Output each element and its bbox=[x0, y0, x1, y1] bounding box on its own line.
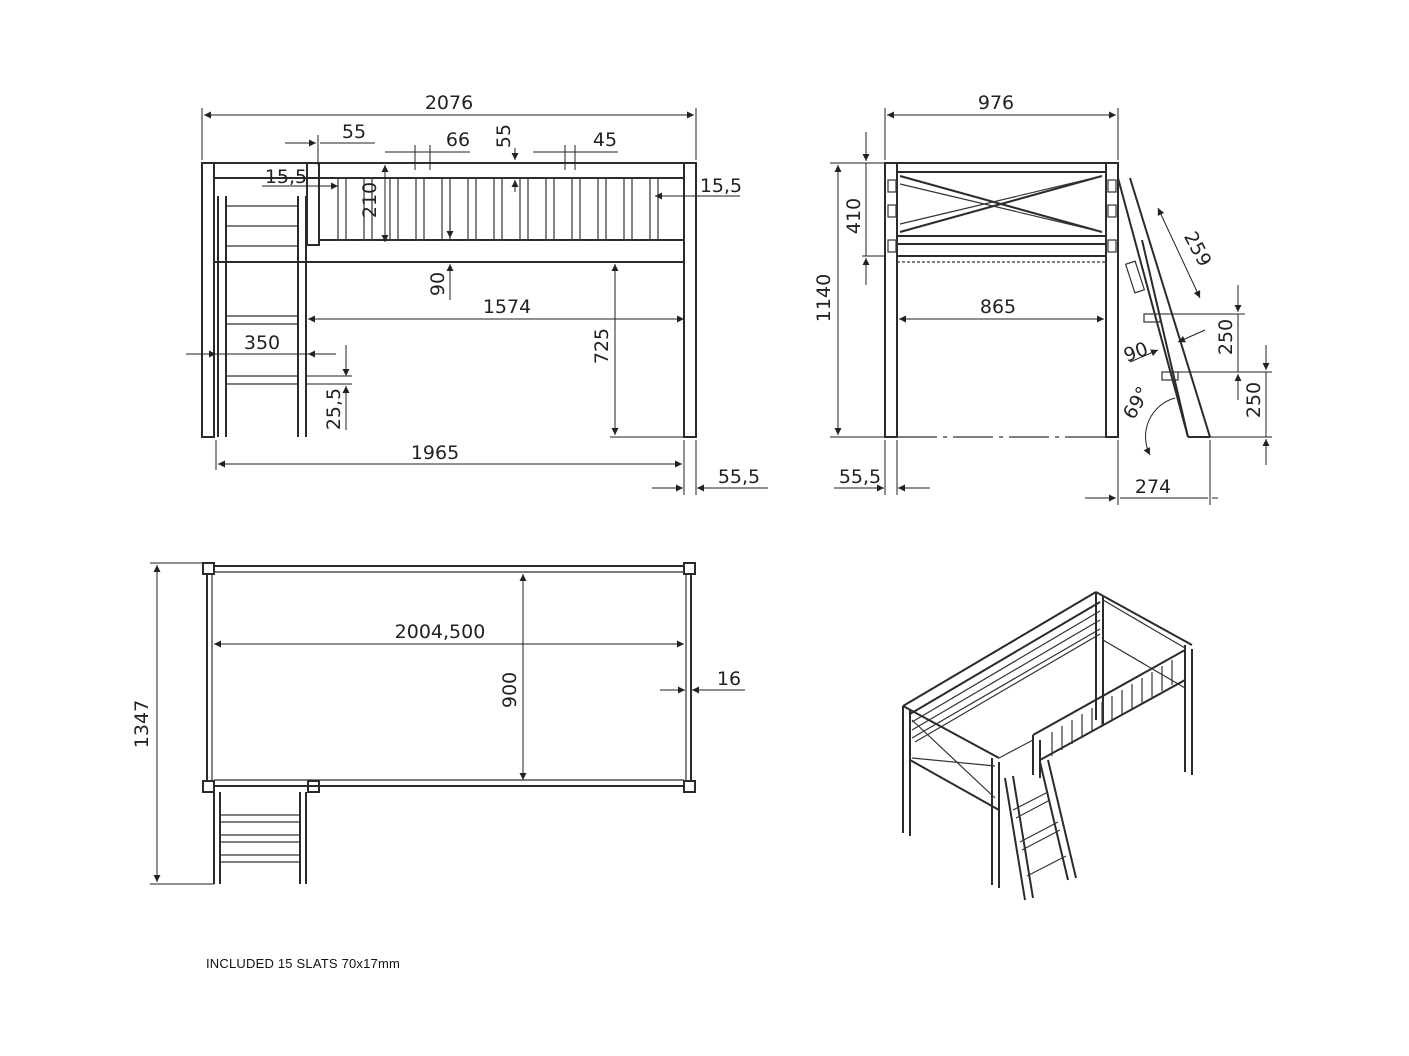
dim-ladder-angle: 69° bbox=[1119, 383, 1155, 423]
dim-overall-length: 2076 bbox=[425, 92, 473, 114]
dim-post-gap: 55 bbox=[342, 121, 366, 143]
dim-overall-width: 976 bbox=[978, 92, 1014, 114]
dim-rung-spacing-lower: 250 bbox=[1243, 382, 1265, 418]
front-slats bbox=[337, 177, 659, 241]
dim-ladder-width: 350 bbox=[244, 332, 280, 354]
dim-inset-left: 15,5 bbox=[265, 166, 307, 188]
dim-ladder-offset: 25,5 bbox=[323, 388, 345, 430]
dim-slat-pitch: 66 bbox=[446, 129, 470, 151]
dim-under-height: 725 bbox=[591, 328, 613, 364]
dim-top-overall-width: 1347 bbox=[131, 700, 153, 748]
dim-side-post-size: 55,5 bbox=[839, 466, 881, 488]
dim-side-rail-height: 410 bbox=[843, 198, 865, 234]
isometric-view bbox=[902, 591, 1193, 901]
slats-note: INCLUDED 15 SLATS 70x17mm bbox=[206, 956, 401, 971]
dim-base-length: 1965 bbox=[411, 442, 459, 464]
front-view: 2076 55 66 55 45 15,5 15,5 210 90 bbox=[186, 92, 768, 495]
dim-top-inner-width: 900 bbox=[499, 672, 521, 708]
dim-outer-length: 2004,500 bbox=[395, 621, 486, 643]
dim-slat-top: 55 bbox=[493, 124, 515, 148]
dim-slat-gap: 45 bbox=[593, 129, 617, 151]
dim-rail-bottom: 90 bbox=[427, 272, 449, 296]
dim-rung-spacing-upper: 250 bbox=[1215, 319, 1237, 355]
top-view: 2004,500 900 1347 16 bbox=[131, 562, 745, 885]
dim-inner-width: 865 bbox=[980, 296, 1016, 318]
dim-ladder-depth: 90 bbox=[1121, 338, 1151, 367]
dim-post-size: 55,5 bbox=[718, 466, 760, 488]
dim-overall-height: 1140 bbox=[813, 274, 835, 322]
iso-slats bbox=[1051, 660, 1173, 756]
dim-inset-right: 15,5 bbox=[700, 175, 742, 197]
dim-rail-height: 210 bbox=[359, 182, 381, 218]
dim-inner-length: 1574 bbox=[483, 296, 531, 318]
dim-rail-thickness: 16 bbox=[717, 668, 741, 690]
dim-ladder-foot: 274 bbox=[1135, 476, 1171, 498]
side-view: 976 410 1140 865 259 250 250 bbox=[813, 92, 1272, 505]
